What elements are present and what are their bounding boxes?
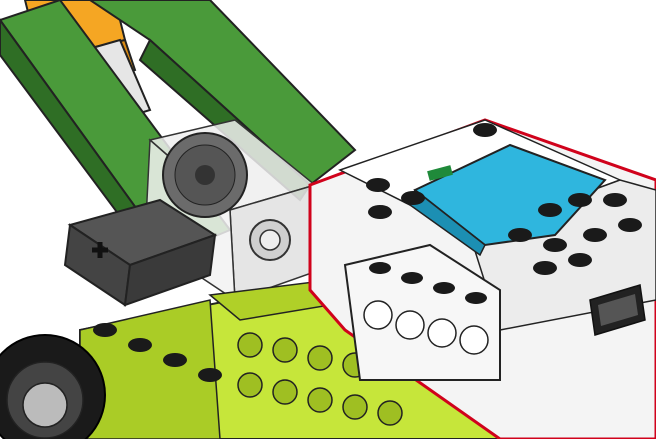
white-technic-brick	[343, 243, 501, 381]
status-light	[427, 165, 453, 181]
hub-studs	[366, 123, 642, 275]
hub-button	[409, 143, 607, 257]
lime-studs	[93, 323, 222, 382]
wheel-icon	[0, 334, 106, 439]
usb-port-icon	[589, 284, 646, 336]
gear-icon	[162, 132, 248, 218]
cross-axle-icon	[92, 242, 108, 258]
axle-brick	[63, 198, 218, 307]
